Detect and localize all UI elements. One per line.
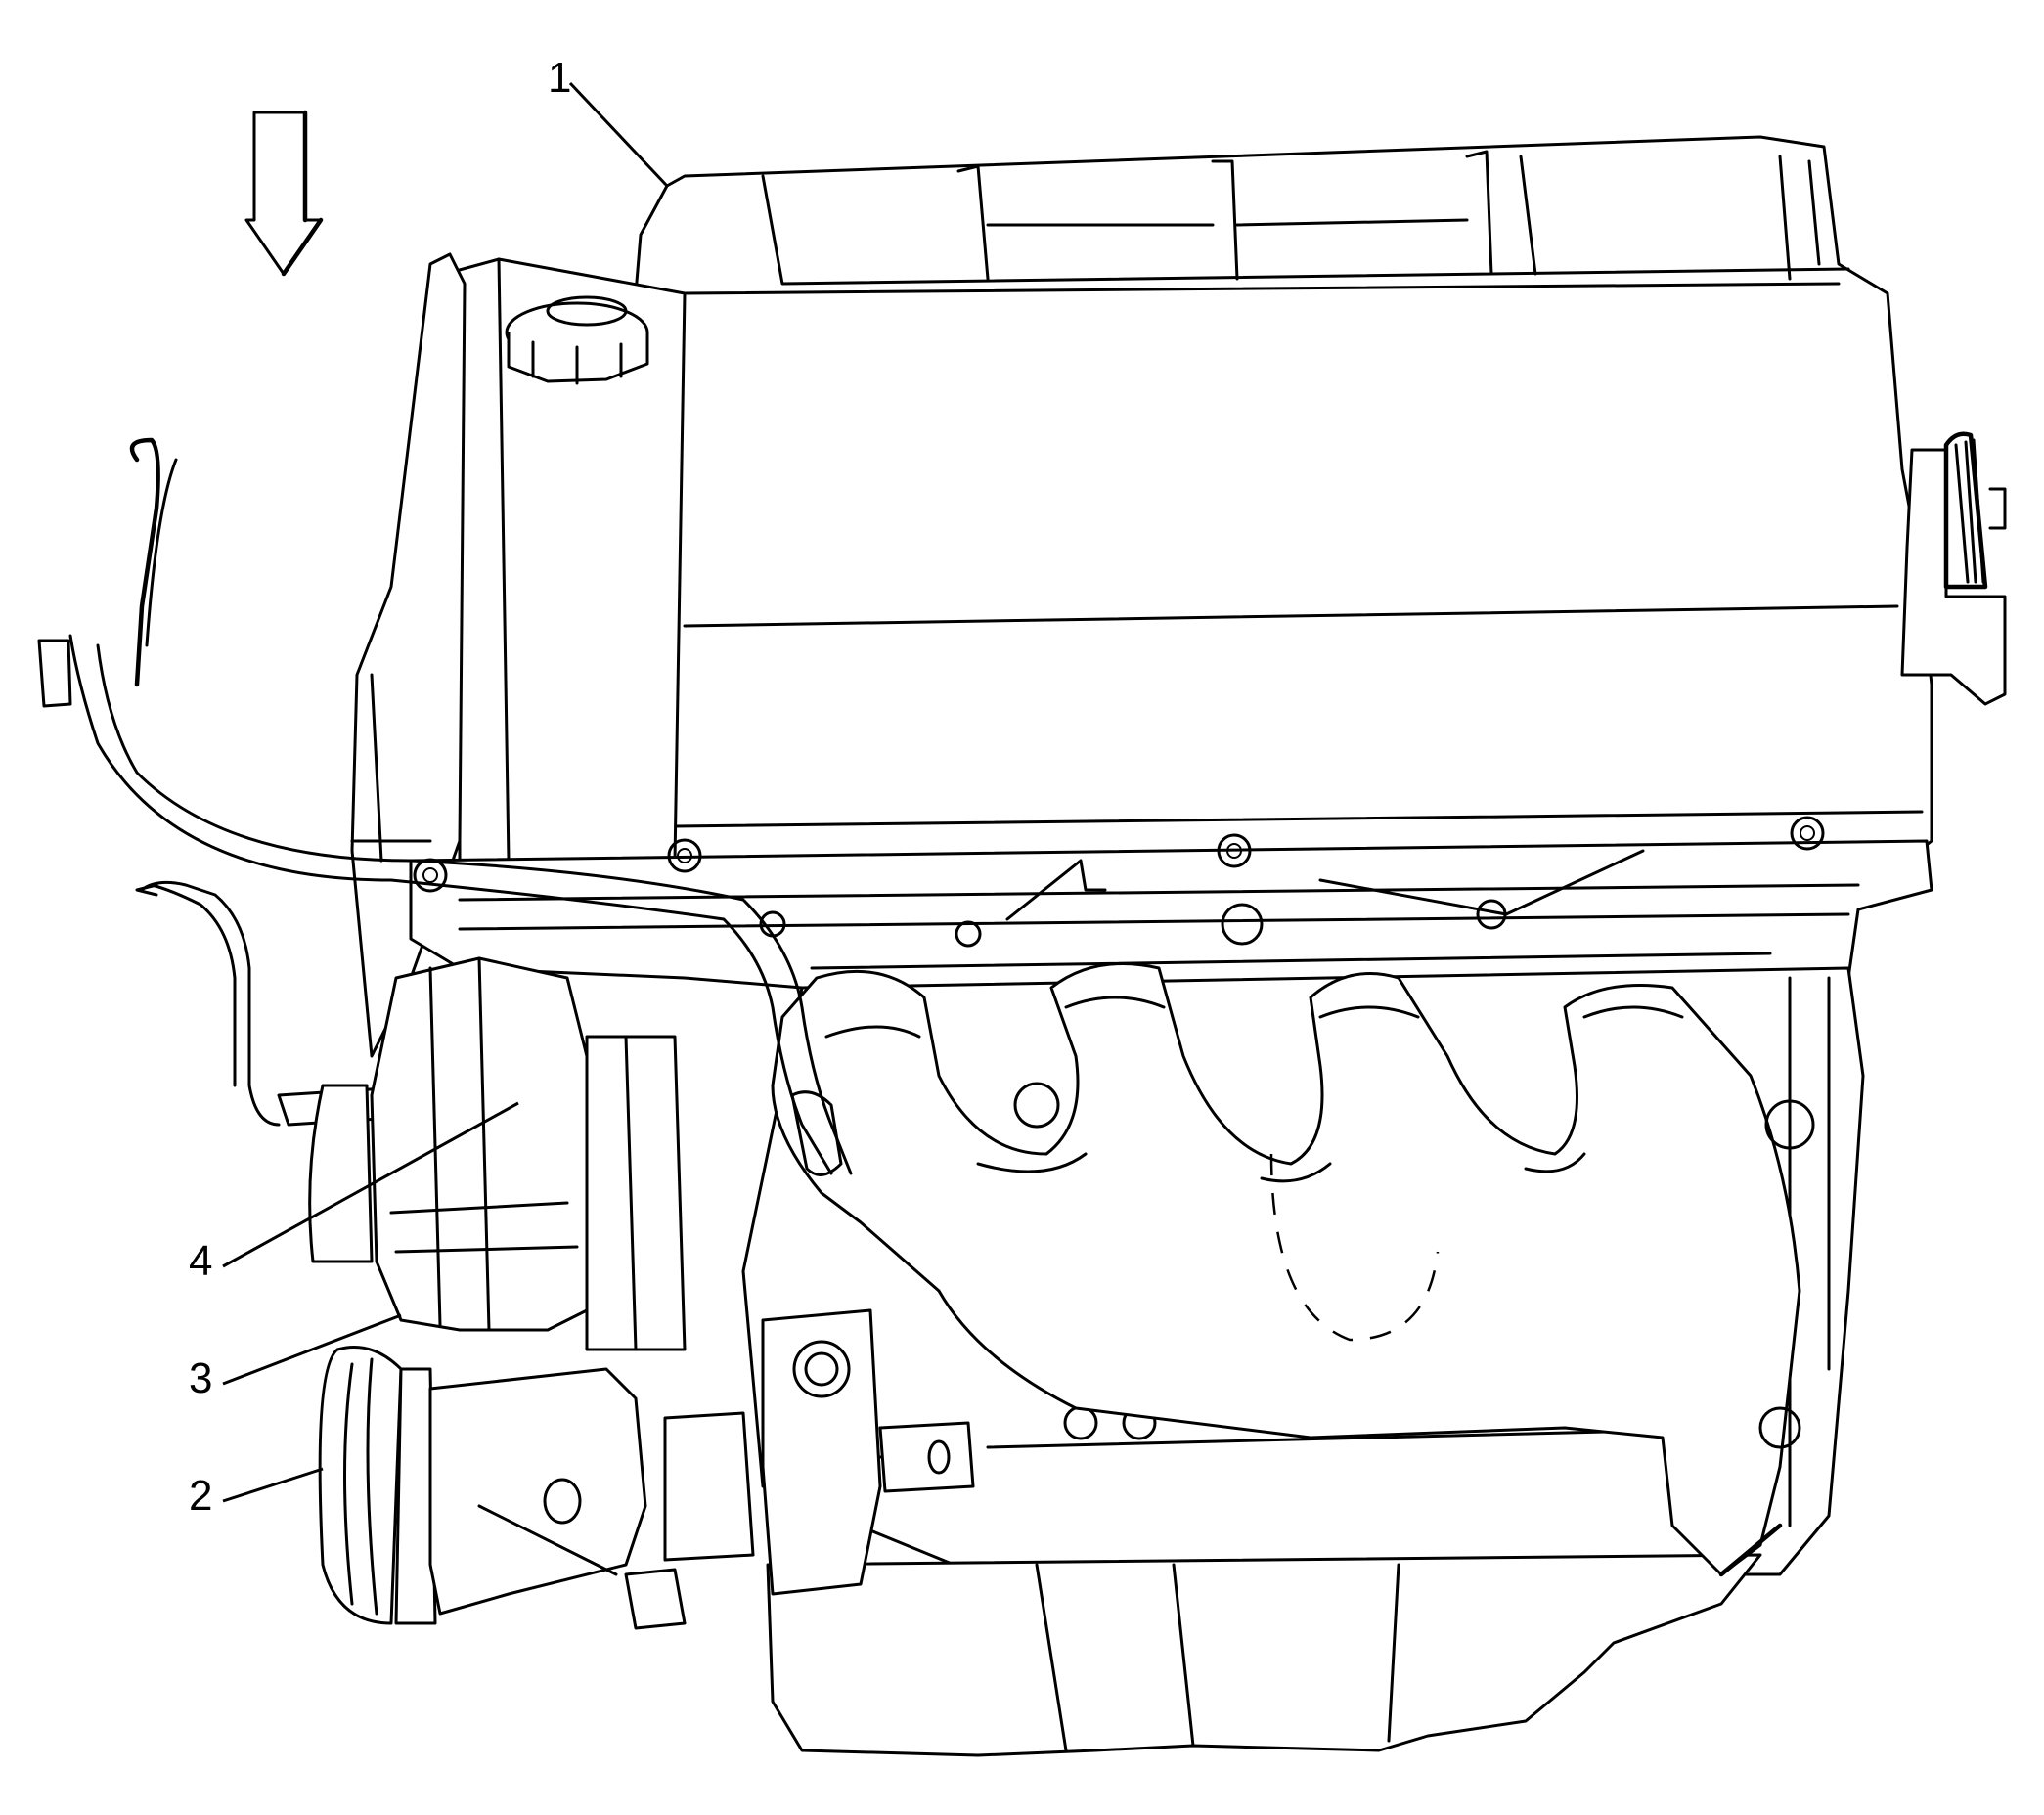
crankshaft-pulley	[318, 1346, 437, 1625]
engine-cover	[634, 135, 1933, 872]
oil-pan	[766, 1553, 1762, 1757]
callout-2: 2	[189, 1472, 213, 1520]
generator	[308, 956, 687, 1351]
callout-1: 1	[548, 54, 572, 102]
callout-3: 3	[189, 1354, 213, 1402]
ac-compressor	[428, 1308, 975, 1630]
callout-leaders	[222, 81, 669, 1503]
idler-pulley	[1900, 431, 2007, 706]
callout-4: 4	[189, 1237, 213, 1285]
cylinder-head-flange	[409, 816, 1933, 1054]
coolant-reservoir	[428, 257, 687, 882]
view-direction-arrow-icon	[244, 110, 324, 277]
exhaust-manifold	[771, 962, 1815, 1577]
wiring-harness	[37, 437, 853, 1176]
